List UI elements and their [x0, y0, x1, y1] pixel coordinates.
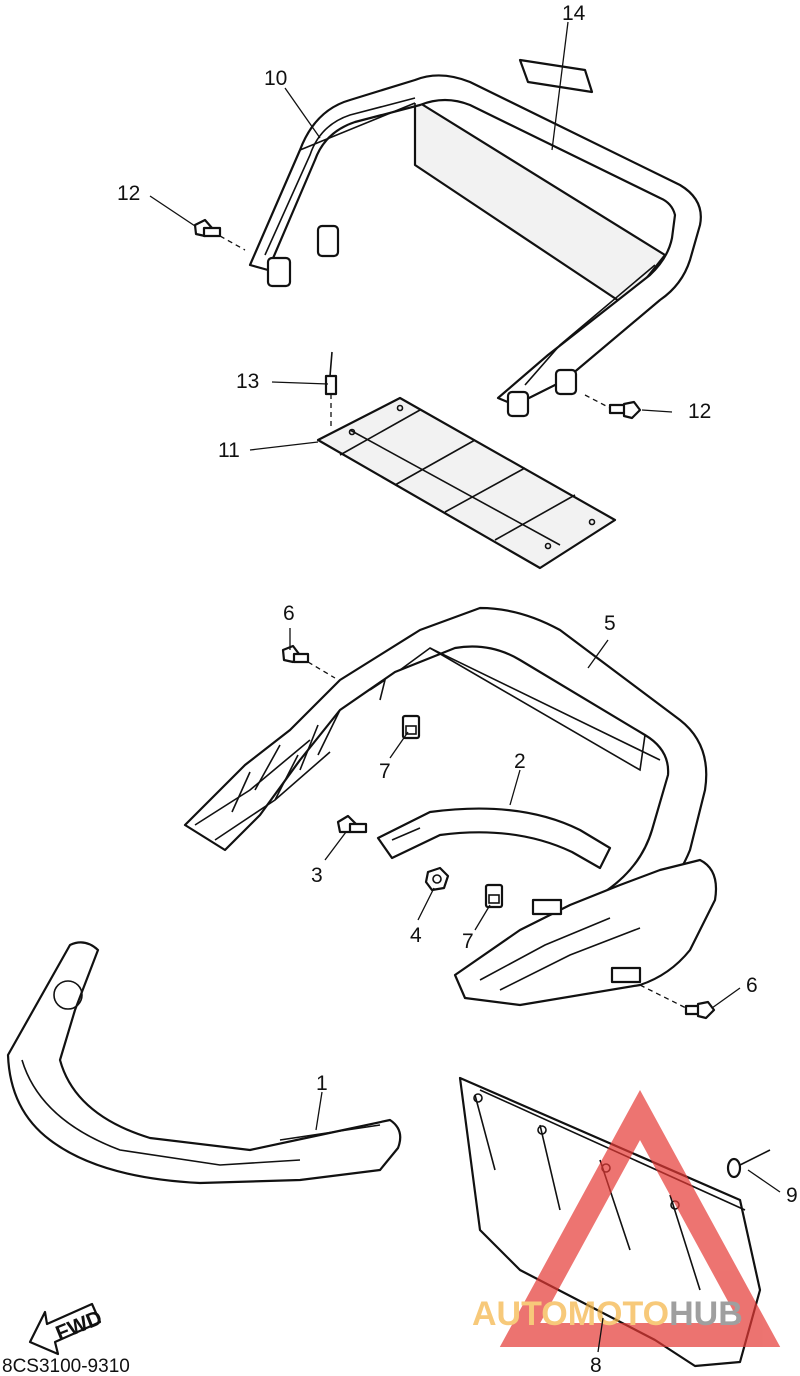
callout-2: 2	[514, 750, 526, 773]
part-11-floor-plate	[316, 396, 617, 570]
part-2-bracket	[376, 807, 612, 870]
part-6-bolt-upper	[281, 644, 310, 664]
callout-5: 5	[604, 612, 616, 635]
part-13-rivet	[324, 351, 338, 396]
callout-14: 14	[562, 2, 586, 25]
callout-7-lower: 7	[462, 930, 474, 953]
callout-1: 1	[316, 1072, 328, 1095]
fwd-arrow-icon: FWD	[28, 1302, 105, 1356]
callout-4: 4	[410, 924, 422, 947]
callout-6-lower: 6	[746, 974, 758, 997]
part-12-bolt-right	[608, 400, 642, 420]
part-4-nut	[424, 866, 450, 892]
callout-6-upper: 6	[283, 602, 295, 625]
callout-9: 9	[786, 1184, 798, 1207]
callout-3: 3	[311, 864, 323, 887]
callout-13: 13	[236, 370, 259, 393]
callout-labels: 14 10 12 12 13 11 6 5 7 2 3 4 7 6 1 9 8	[117, 2, 798, 1376]
diagram-code: 8CS3100-9310	[2, 1356, 130, 1376]
leader-lines	[149, 21, 781, 1353]
part-12-bolt-left	[193, 218, 222, 238]
part-9-rivet	[726, 1149, 771, 1179]
callout-12-left: 12	[117, 182, 140, 205]
watermark-triangle-icon	[499, 1089, 781, 1347]
part-6-bolt-lower	[684, 1000, 716, 1020]
callout-7-upper: 7	[379, 760, 391, 783]
watermark-hub: HUB	[669, 1295, 743, 1333]
part-14-label-sticker	[518, 58, 594, 94]
watermark: AUTOMOTOHUB	[472, 1089, 781, 1347]
part-3-bolt	[336, 814, 368, 834]
part-5-fender-tail	[453, 858, 718, 1007]
part-1-front-bumper	[6, 941, 402, 1185]
callout-8: 8	[590, 1354, 602, 1376]
part-10-rack-basket	[248, 74, 702, 418]
part-7-clip-lower	[484, 883, 504, 909]
part-8-mud-guard	[458, 1076, 762, 1368]
callout-11: 11	[218, 439, 240, 462]
watermark-auto: AUTOMOTOHUB	[472, 1295, 743, 1333]
callout-12-right: 12	[688, 400, 711, 423]
callout-10: 10	[264, 67, 287, 90]
